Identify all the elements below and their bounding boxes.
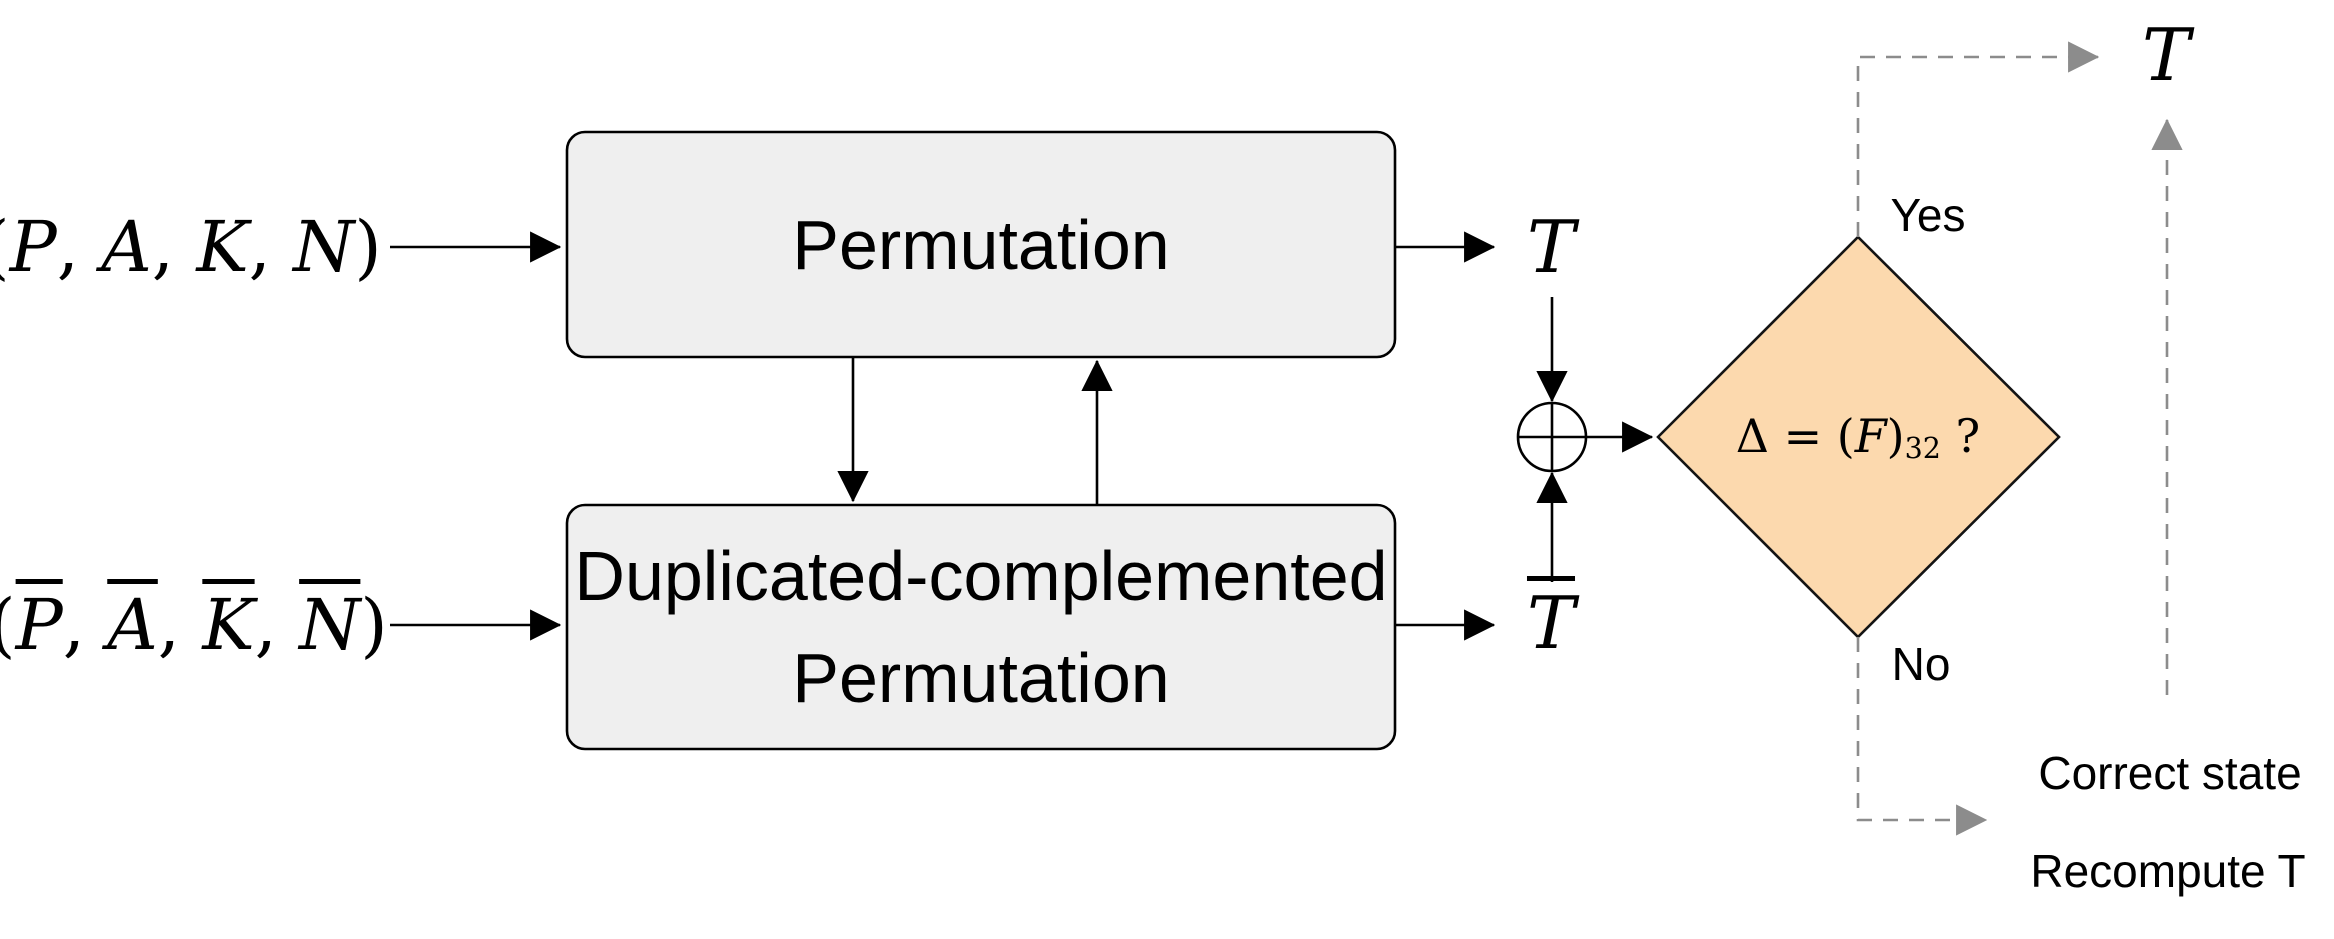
correct-state-label: Correct state	[2038, 747, 2302, 799]
input-tuple-top-label: (P, A, K, N)	[0, 206, 382, 288]
dup-box-label-line1: Duplicated-complemented	[574, 536, 1388, 615]
tag-tbar-label: T	[1526, 581, 1576, 665]
dup-box-label-line2: Permutation	[792, 639, 1170, 717]
input-tuple-bottom-label: (P, A, K, N)	[0, 584, 388, 666]
tag-t-final-label: T	[2141, 13, 2191, 97]
permutation-box-label: Permutation	[792, 205, 1170, 284]
decision-label: Δ = (F)32 ?	[1735, 408, 1981, 466]
xor-icon	[1516, 401, 1588, 473]
yes-label: Yes	[1890, 189, 1966, 241]
recompute-label: Recompute T	[2030, 845, 2306, 897]
duplicated-permutation-box-label: Duplicated-complemented Permutation	[567, 505, 1395, 749]
tag-t-label: T	[1526, 205, 1576, 289]
no-label: No	[1891, 638, 1951, 690]
